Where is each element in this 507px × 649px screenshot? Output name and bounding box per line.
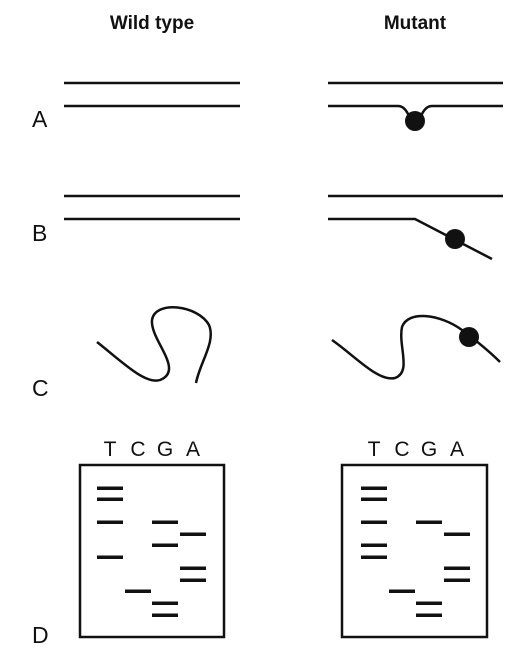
mutant-band-t: [361, 486, 387, 490]
a-mutation-dot: [405, 111, 425, 131]
wild-band-t: [97, 520, 123, 524]
mutant-band-a: [444, 578, 470, 582]
mutant-lane-header-t: T: [367, 438, 381, 461]
wild-lane-header-g: G: [156, 438, 174, 461]
row-label-c: C: [32, 375, 49, 401]
mutant-column-title: Mutant: [383, 13, 447, 34]
c-mutant-folded-chain: [331, 314, 501, 380]
b-mutation-dot: [445, 229, 465, 249]
mutant-gel-box: [340, 463, 489, 639]
mutant-band-t: [361, 520, 387, 524]
wild-lane-header-c: C: [130, 438, 146, 461]
wild-band-t: [97, 555, 123, 559]
mutant-lane-header-a: A: [449, 438, 464, 461]
wild-band-g: [152, 601, 178, 605]
wild-band-g: [152, 520, 178, 524]
row-label-a: A: [32, 106, 48, 132]
mutant-band-a: [444, 566, 470, 570]
mutant-band-t: [361, 543, 387, 547]
mutant-lane-header-c: C: [394, 438, 410, 461]
row-label-d: D: [32, 622, 49, 648]
mutant-band-c: [389, 589, 415, 593]
row-label-b: B: [32, 220, 48, 246]
mutant-band-t: [361, 497, 387, 501]
mutant-band-g: [416, 520, 442, 524]
wild-band-t: [97, 486, 123, 490]
mutant-lane-header-g: G: [420, 438, 438, 461]
mutant-band-a: [444, 532, 470, 536]
wild-type-column-title: Wild type: [109, 13, 195, 34]
mutant-band-g: [416, 601, 442, 605]
wild-band-c: [125, 589, 151, 593]
wild-band-g: [152, 613, 178, 617]
b-mutant-strand-bottom: [328, 217, 493, 261]
c-wild-folded-chain: [96, 306, 212, 384]
mutant-band-t: [361, 555, 387, 559]
wild-band-a: [180, 532, 206, 536]
wild-lane-header-t: T: [103, 438, 117, 461]
wild-lane-header-a: A: [185, 438, 200, 461]
wild-band-g: [152, 543, 178, 547]
mutant-gel-bands: [361, 486, 470, 617]
c-mutation-dot: [459, 327, 479, 347]
wild-band-t: [97, 497, 123, 501]
mutant-band-g: [416, 613, 442, 617]
wild-band-a: [180, 566, 206, 570]
wild-gel-box: [78, 463, 226, 639]
wild-gel-bands: [97, 486, 206, 617]
wild-band-a: [180, 578, 206, 582]
